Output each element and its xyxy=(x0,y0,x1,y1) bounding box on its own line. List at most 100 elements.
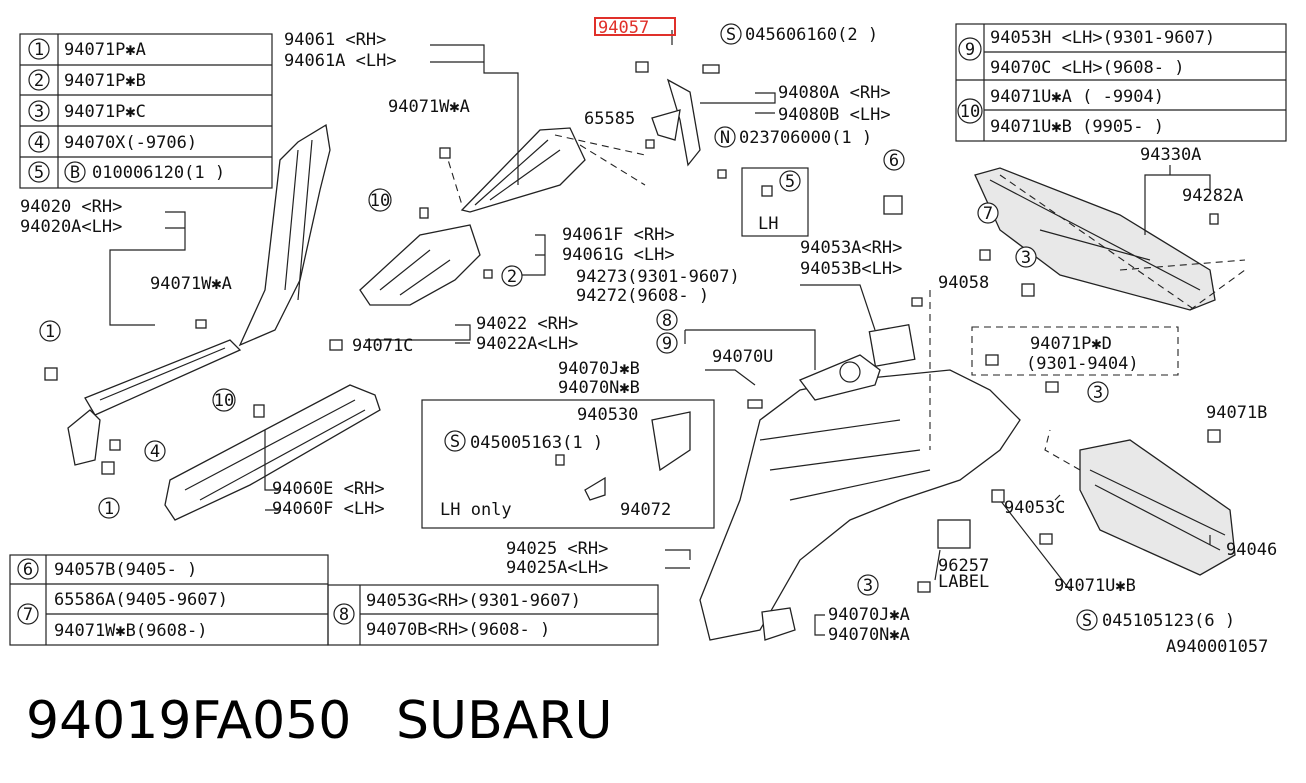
label-94070nb: 94070N✱B xyxy=(558,378,640,398)
label-94020a: 94020A<LH> xyxy=(20,217,122,237)
label-94070na: 94070N✱A xyxy=(828,625,910,645)
label-94025: 94025 <RH> xyxy=(506,539,608,559)
label-94060e: 94060E <RH> xyxy=(272,479,385,499)
legend-row-3: 3 94071P✱C xyxy=(28,100,146,122)
svg-text:3: 3 xyxy=(863,576,873,596)
svg-text:4: 4 xyxy=(150,442,160,462)
label-94071b: 94071B xyxy=(1206,403,1267,423)
callout-s-top: S xyxy=(720,23,742,45)
svg-text:2: 2 xyxy=(507,267,517,287)
svg-text:8: 8 xyxy=(339,605,349,625)
label-94053c: 94053C xyxy=(1004,498,1065,518)
legend-row-4: 4 94070X(-9706) xyxy=(28,131,197,153)
svg-text:94071W✱B(9608-): 94071W✱B(9608-) xyxy=(54,621,208,641)
svg-text:4: 4 xyxy=(34,133,44,153)
callout-3-right: 3 xyxy=(1015,246,1037,268)
label-023706000: 023706000(1 ) xyxy=(739,128,872,148)
label-94061a: 94061A <LH> xyxy=(284,51,397,71)
svg-text:10: 10 xyxy=(370,191,390,211)
label-lh: LH xyxy=(758,214,778,234)
label-94071ub: 94071U✱B xyxy=(1054,576,1136,596)
footer-part-number: 94019FA050 xyxy=(26,691,351,751)
label-94060f: 94060F <LH> xyxy=(272,499,385,519)
part-labels: 94061 <RH> 94061A <LH> 94071W✱A 65585 04… xyxy=(20,25,1277,657)
label-94071c: 94071C xyxy=(352,336,413,356)
svg-text:010006120(1 ): 010006120(1 ) xyxy=(92,163,225,183)
label-94053a: 94053A<RH> xyxy=(800,238,902,258)
callout-s-bottom: S xyxy=(1076,609,1098,631)
label-94061: 94061 <RH> xyxy=(284,30,386,50)
svg-text:N: N xyxy=(720,128,730,148)
legend-row-2: 2 94071P✱B xyxy=(28,69,146,91)
svg-text:7: 7 xyxy=(983,204,993,224)
svg-text:S: S xyxy=(450,432,460,452)
label-94070u: 94070U xyxy=(712,347,773,367)
svg-text:1: 1 xyxy=(34,40,44,60)
callout-3-mid: 3 xyxy=(1087,381,1109,403)
svg-text:94070C <LH>(9608- ): 94070C <LH>(9608- ) xyxy=(990,58,1184,78)
svg-text:10: 10 xyxy=(214,391,234,411)
callout-7: 7 xyxy=(977,202,999,224)
fasteners xyxy=(44,61,1221,593)
svg-text:5: 5 xyxy=(34,163,44,183)
svg-text:94071P✱B: 94071P✱B xyxy=(64,71,146,91)
label-label: LABEL xyxy=(938,572,989,592)
legend-table-bottom-left: 6 94057B(9405- ) 7 65586A(9405-9607) 940… xyxy=(9,554,329,646)
svg-text:94053H <LH>(9301-9607): 94053H <LH>(9301-9607) xyxy=(990,28,1215,48)
svg-text:9: 9 xyxy=(662,334,672,354)
callout-circles: S N 5 10 2 6 7 3 8 9 1 10 4 1 3 S 3 S xyxy=(39,23,1109,631)
svg-text:6: 6 xyxy=(23,560,33,580)
callout-10-mid: 10 xyxy=(212,388,236,412)
highlight-box: 94057 xyxy=(594,17,676,38)
label-94070jb: 94070J✱B xyxy=(558,359,640,379)
label-94058: 94058 xyxy=(938,273,989,293)
label-94282a: 94282A xyxy=(1182,186,1243,206)
svg-text:5: 5 xyxy=(785,172,795,192)
svg-text:B: B xyxy=(70,163,80,183)
svg-text:3: 3 xyxy=(1093,383,1103,403)
svg-text:1: 1 xyxy=(104,499,114,519)
callout-10-top: 10 xyxy=(368,188,392,212)
label-94080b: 94080B <LH> xyxy=(778,105,891,125)
svg-text:9: 9 xyxy=(965,40,975,60)
label-94022a: 94022A<LH> xyxy=(476,334,578,354)
svg-text:94070B<RH>(9608- ): 94070B<RH>(9608- ) xyxy=(366,620,550,640)
label-94330a: 94330A xyxy=(1140,145,1201,165)
svg-text:1: 1 xyxy=(45,322,55,342)
legend-table-left: 1 94071P✱A 2 94071P✱B 3 94071P✱C 4 94070… xyxy=(19,33,273,189)
svg-text:94071P✱A: 94071P✱A xyxy=(64,40,146,60)
svg-text:94071U✱A ( -9904): 94071U✱A ( -9904) xyxy=(990,87,1164,107)
svg-text:7: 7 xyxy=(23,605,33,625)
svg-text:3: 3 xyxy=(1021,248,1031,268)
svg-text:10: 10 xyxy=(960,102,980,122)
callout-5: 5 xyxy=(779,170,801,192)
label-94061g: 94061G <LH> xyxy=(562,245,675,265)
inset-lh-only xyxy=(421,399,715,529)
svg-text:S: S xyxy=(726,25,736,45)
legend-row-5: 5 B 010006120(1 ) xyxy=(28,161,225,183)
label-65585: 65585 xyxy=(584,109,635,129)
svg-text:S: S xyxy=(1082,611,1092,631)
label-94046: 94046 xyxy=(1226,540,1277,560)
label-045005163: 045005163(1 ) xyxy=(470,433,603,453)
callout-6: 6 xyxy=(883,149,905,171)
label-94025a: 94025A<LH> xyxy=(506,558,608,578)
svg-text:65586A(9405-9607): 65586A(9405-9607) xyxy=(54,590,228,610)
label-94071wa-top: 94071W✱A xyxy=(388,97,470,117)
leader-lines xyxy=(109,30,1246,636)
svg-text:6: 6 xyxy=(889,151,899,171)
svg-text:94057: 94057 xyxy=(598,18,649,38)
label-94022: 94022 <RH> xyxy=(476,314,578,334)
svg-text:94071P✱C: 94071P✱C xyxy=(64,102,146,122)
footer-brand: SUBARU xyxy=(396,691,613,751)
svg-text:94053G<RH>(9301-9607): 94053G<RH>(9301-9607) xyxy=(366,591,581,611)
svg-text:2: 2 xyxy=(34,71,44,91)
label-94053b: 94053B<LH> xyxy=(800,259,902,279)
callout-1-top: 1 xyxy=(39,320,61,342)
legend-row-1: 1 94071P✱A xyxy=(28,38,146,60)
svg-text:94070X(-9706): 94070X(-9706) xyxy=(64,133,197,153)
callout-2: 2 xyxy=(501,265,523,287)
label-94020: 94020 <RH> xyxy=(20,197,122,217)
label-94272: 94272(9608- ) xyxy=(576,286,709,306)
